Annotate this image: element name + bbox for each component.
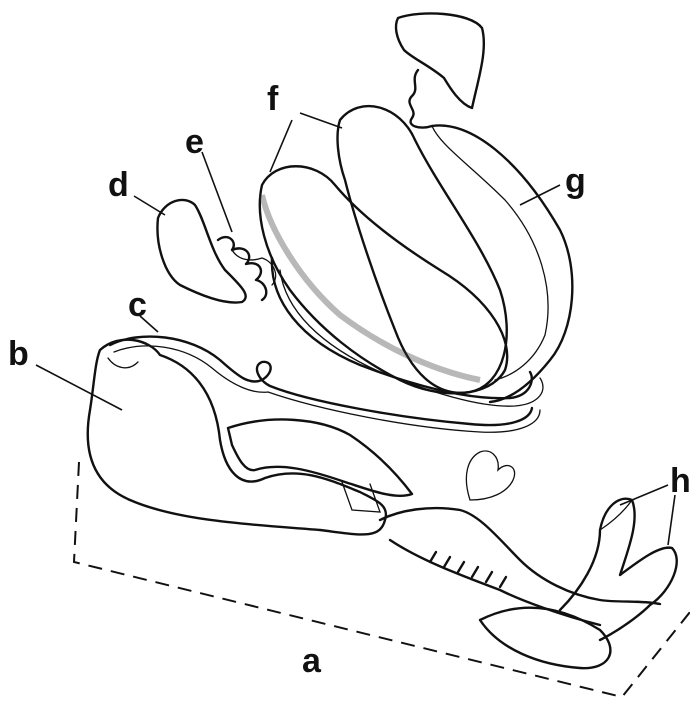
- label-a: a: [302, 642, 322, 680]
- structure-g: [396, 13, 572, 402]
- leader-f-2: [300, 113, 342, 128]
- structure-b: [88, 340, 386, 535]
- label-h: h: [670, 462, 690, 500]
- segmented-band: [430, 552, 506, 587]
- dark-wedge: [228, 420, 412, 512]
- label-b: b: [8, 335, 29, 373]
- leader-b: [36, 365, 122, 410]
- structure-c: [110, 337, 540, 433]
- label-g: g: [565, 162, 586, 200]
- leader-g: [520, 185, 560, 205]
- leader-d: [134, 196, 165, 215]
- leader-f-1: [270, 120, 292, 172]
- base-outline-a: [74, 462, 690, 697]
- label-f: f: [267, 80, 279, 118]
- structure-f: [260, 106, 507, 393]
- label-c: c: [128, 286, 147, 324]
- leader-e: [202, 152, 232, 232]
- leader-h-1: [620, 485, 668, 505]
- label-e: e: [185, 123, 204, 161]
- leader-h-2: [668, 495, 675, 545]
- lower-tract: [380, 451, 660, 668]
- label-d: d: [108, 166, 129, 204]
- labels: a b c d e f g h: [8, 80, 690, 680]
